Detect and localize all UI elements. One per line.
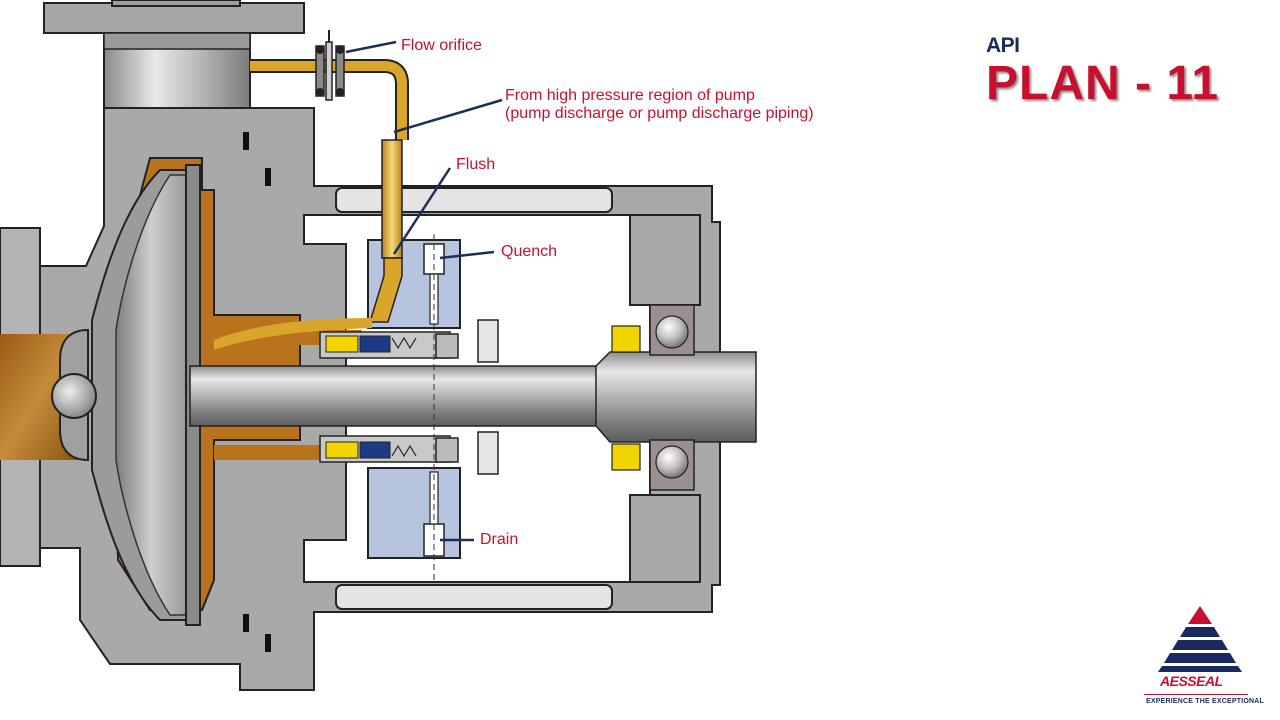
logo-tagline: EXPERIENCE THE EXCEPTIONAL [1146,698,1264,705]
flush-piping [214,30,409,350]
title-prefix: API [986,34,1020,57]
discharge-pipe [43,0,305,144]
label-high-pressure-line2: (pump discharge or pump discharge piping… [505,105,814,122]
impeller [51,164,201,626]
label-flush: Flush [456,156,496,173]
logo-brand: AESSEAL [1160,673,1223,689]
leader-lines [345,40,503,542]
label-flow-orifice: Flow orifice [401,37,482,54]
bearings [611,304,695,491]
label-high-pressure-line1: From high pressure region of pump [505,87,755,104]
page-title: PLAN - 11 [986,57,1220,110]
label-drain: Drain [480,531,519,548]
pump-shaft [189,351,757,443]
aesseal-logo-icon [1144,606,1248,695]
label-quench: Quench [501,243,558,260]
